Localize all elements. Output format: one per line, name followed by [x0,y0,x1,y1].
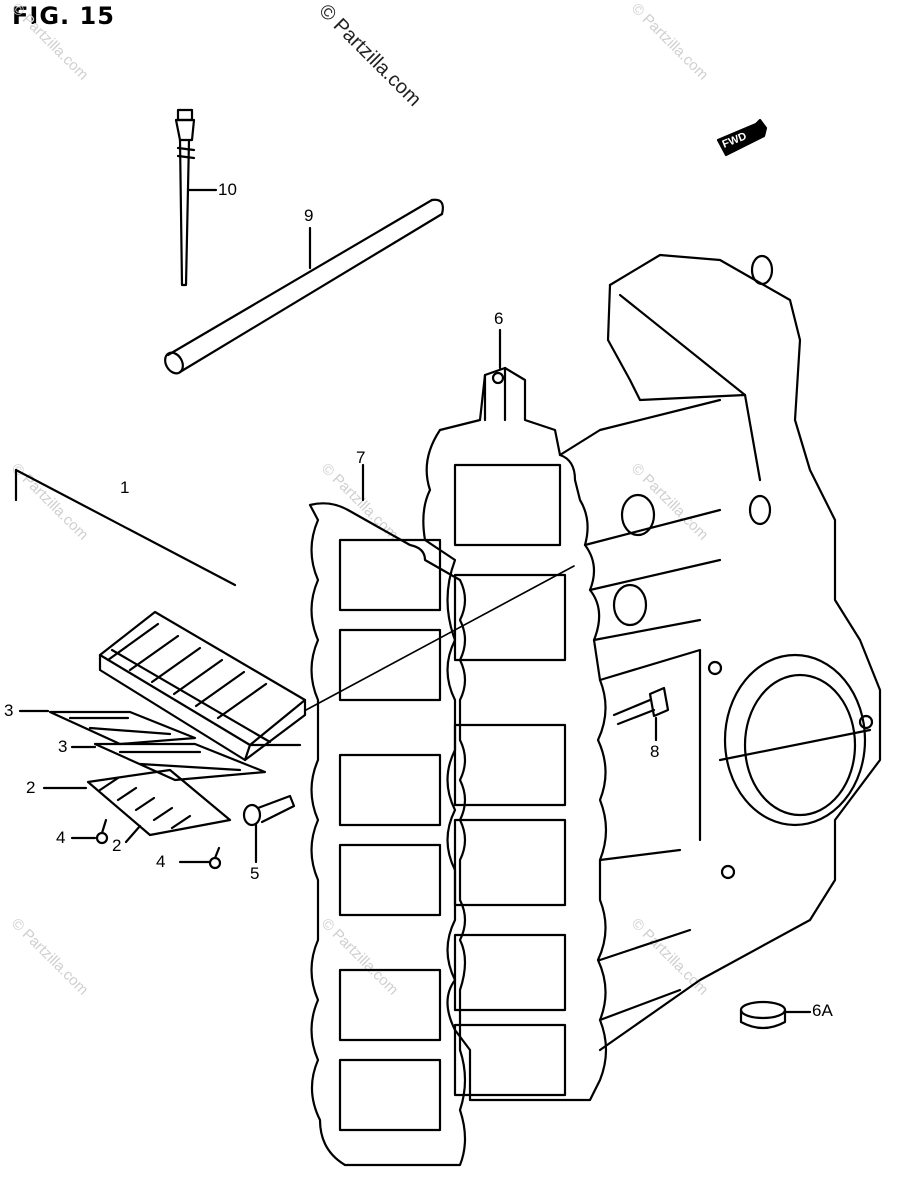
bolt [242,794,296,827]
manifold-body [422,253,882,1102]
callout-1: 1 [120,478,130,497]
callout-7: 7 [356,448,366,467]
callout-3: 3 [4,701,14,720]
bolt [612,686,670,726]
cable-tie [174,108,196,287]
reed-plate [48,710,197,746]
screw [208,846,222,870]
callout-10: 10 [218,180,237,199]
reed-stopper [86,768,232,837]
callout-3: 3 [58,737,68,756]
screw [95,818,109,845]
callout-8: 8 [650,742,660,761]
figure-title: FIG. 15 [12,2,115,30]
callout-4: 4 [56,828,66,847]
callout-9: 9 [304,206,314,225]
reed-valve-block [98,610,307,762]
callout-5: 5 [250,864,260,883]
plug-cap [739,1000,787,1030]
tube [164,198,444,375]
callout-2: 2 [112,836,122,855]
callout-6: 6 [494,309,504,328]
callout-6a: 6A [812,1001,833,1020]
fwd-arrow-icon: FWD [716,118,768,157]
callout-2: 2 [26,778,36,797]
gasket [308,502,467,1167]
reed-plate [93,742,267,782]
callout-4: 4 [156,852,166,871]
